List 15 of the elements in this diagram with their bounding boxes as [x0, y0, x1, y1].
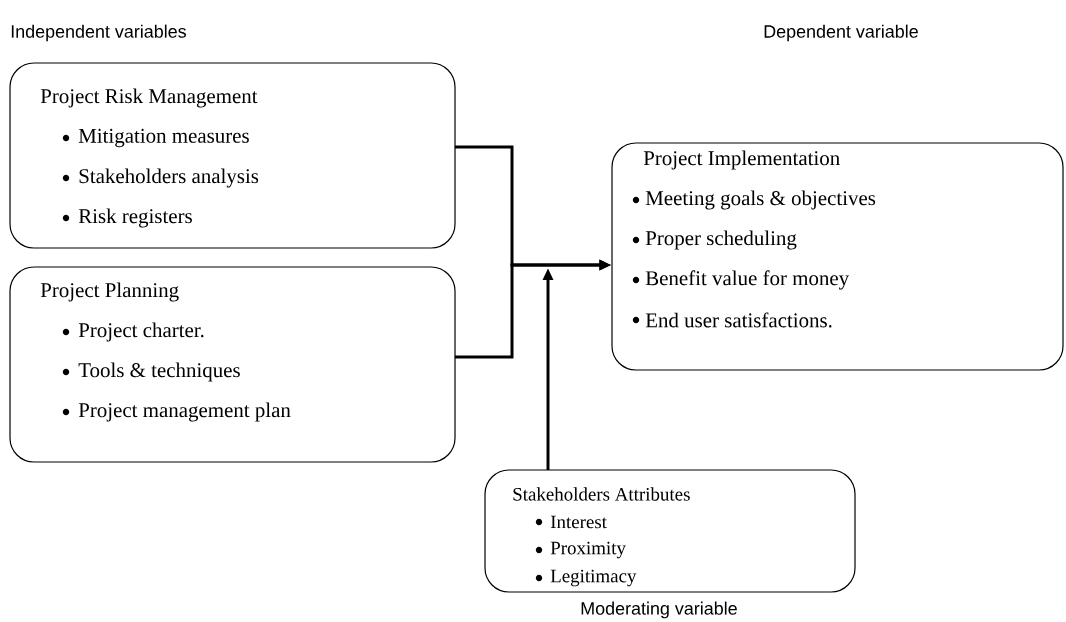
bullet-text: Proper scheduling: [645, 230, 797, 250]
bullet-text: Benefit value for money: [645, 270, 850, 290]
bullet-text: Project management plan: [78, 402, 291, 422]
bullet-text: Meeting goals & objectives: [645, 190, 876, 210]
bullet-text: Proximity: [550, 541, 626, 559]
variable-label: Dependent variable: [764, 24, 918, 42]
bullet-text: Project charter.: [78, 322, 204, 342]
bullet-text: Mitigation measures: [78, 128, 249, 148]
bullet-text: Stakeholders analysis: [79, 168, 259, 188]
bullet-text: Tools & techniques: [78, 362, 240, 382]
bullet-text: Legitimacy: [550, 569, 637, 587]
bullet-text: Risk registers: [78, 208, 192, 228]
bullet-text: End user satisfactions.: [645, 312, 832, 328]
bullet-text: Interest: [550, 515, 607, 529]
variable-label: Independent variables: [11, 24, 186, 42]
